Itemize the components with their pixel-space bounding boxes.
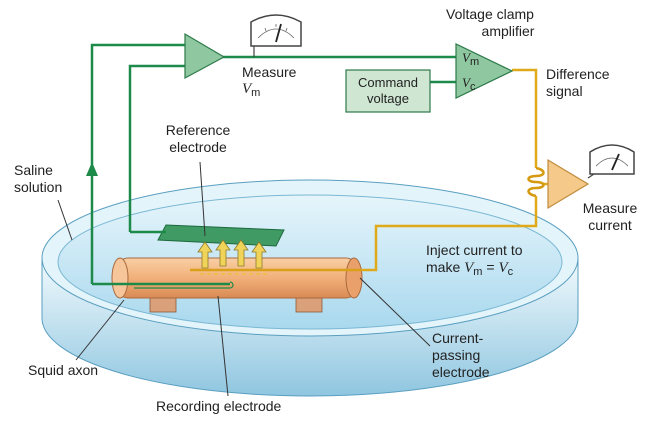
amp-input-vm: Vm <box>462 50 480 68</box>
difference-signal-label: Difference signal <box>546 66 610 100</box>
measure-vm-line2: Vm <box>242 81 261 99</box>
arrow-icon <box>86 162 98 176</box>
difference-line1: Difference <box>546 66 610 82</box>
saline-solution-label: Saline solution <box>14 162 62 196</box>
saline-line1: Saline <box>14 162 53 178</box>
arrow-icon <box>251 241 267 269</box>
recording-electrode <box>92 281 234 289</box>
measure-vm-line1: Measure <box>242 64 297 80</box>
arrow-icon <box>215 239 231 267</box>
amplifier-title-line2: amplifier <box>481 23 535 39</box>
squid-axon-label: Squid axon <box>28 362 99 378</box>
measure-vm-label: Measure Vm <box>242 64 296 99</box>
squid-axon <box>111 257 363 299</box>
inject-current-label: Inject current to make Vm = Vc <box>426 242 523 278</box>
meter-icon <box>587 144 635 179</box>
arrow-icon <box>233 239 249 267</box>
current-passing-electrode-label: Current- passing electrode <box>432 330 490 381</box>
coil-icon <box>527 166 545 198</box>
amplifier-icon <box>184 32 226 80</box>
current-passing-line1: Current- <box>432 330 484 346</box>
current-arrows <box>197 239 267 269</box>
pointer-lines <box>57 161 431 397</box>
inject-line1: Inject current to <box>426 242 523 258</box>
reference-electrode <box>157 224 285 247</box>
reference-electrode-label: Reference electrode <box>148 122 248 156</box>
amplifier-icon <box>455 43 514 99</box>
arrow-icon <box>197 241 213 269</box>
command-voltage-line2: voltage <box>367 91 409 106</box>
current-passing-line3: electrode <box>432 364 490 380</box>
reference-line1: Reference <box>165 122 231 138</box>
amplifier-title-line1: Voltage clamp <box>446 6 534 22</box>
inject-line2: make Vm = Vc <box>426 259 514 278</box>
difference-line2: signal <box>546 83 583 99</box>
saline-line2: solution <box>14 179 63 195</box>
amp-input-vc: Vc <box>462 75 476 93</box>
current-passing-electrode <box>190 268 362 275</box>
amplifier-title: Voltage clamp amplifier <box>420 6 560 40</box>
command-voltage-line1: Command <box>358 75 418 90</box>
meter-icon <box>250 14 302 57</box>
command-voltage-box <box>345 69 431 113</box>
command-voltage-label: Command voltage <box>346 75 430 107</box>
recording-electrode-label: Recording electrode <box>156 398 282 414</box>
amplifier-icon <box>547 158 590 210</box>
reference-line2: electrode <box>169 139 227 155</box>
measure-current-line1: Measure <box>582 200 638 216</box>
green-wiring <box>90 43 456 284</box>
measure-current-label: Measure current <box>570 200 650 234</box>
current-passing-line2: passing <box>432 347 481 363</box>
measure-current-line2: current <box>588 217 632 233</box>
